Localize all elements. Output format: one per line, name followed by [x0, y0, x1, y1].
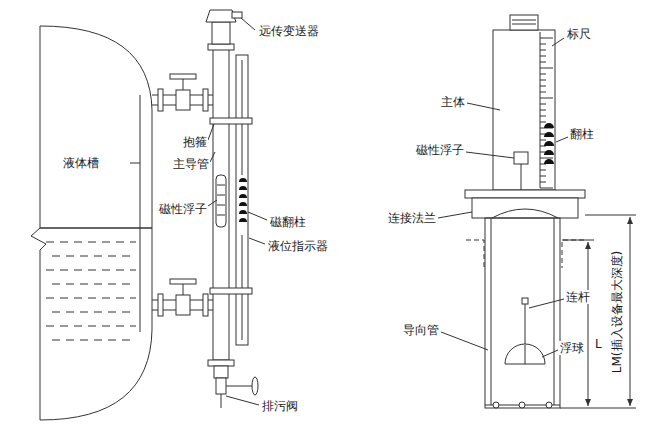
scale-tick — [540, 74, 546, 75]
scale-tick — [540, 182, 546, 183]
scale-tick — [540, 56, 546, 57]
scale-tick — [540, 38, 553, 39]
part-label: 液体槽 — [62, 156, 100, 170]
scale-tick — [540, 104, 546, 105]
scale-tick — [540, 158, 553, 159]
scale-tick — [540, 92, 546, 93]
scale-tick — [540, 170, 546, 171]
scale-tick — [540, 176, 546, 177]
scale-tick — [540, 122, 546, 123]
part-label: 液位指示器 — [267, 239, 329, 253]
part-label: 磁性浮子 — [158, 202, 208, 216]
scale-tick — [540, 116, 546, 117]
scale-tick — [540, 98, 553, 99]
part-label: 磁性浮子 — [415, 143, 465, 157]
scale-tick — [540, 44, 546, 45]
part-label: 抱箍 — [182, 135, 208, 149]
part-label: L — [594, 337, 603, 351]
scale-tick — [540, 50, 546, 51]
scale-tick — [540, 62, 546, 63]
part-label: 主导管 — [172, 157, 210, 171]
part-label: 主体 — [440, 95, 466, 109]
scale-tick — [540, 140, 546, 141]
part-label: 排污阀 — [261, 399, 299, 413]
part-label: 浮球 — [559, 341, 585, 355]
scale-tick — [540, 68, 553, 69]
part-label: 远传变送器 — [258, 24, 320, 38]
part-label: 磁翻柱 — [269, 215, 307, 229]
part-label: 标尺 — [566, 27, 592, 41]
scale-tick — [540, 86, 546, 87]
part-label: 连接法兰 — [387, 211, 437, 225]
scale-tick — [540, 188, 553, 189]
scale-tick — [540, 80, 546, 81]
part-label: 导向管 — [402, 323, 440, 337]
part-label: 连杆 — [565, 290, 591, 304]
part-label: 翻柱 — [569, 127, 595, 141]
part-label: LM(插入设备最大深度) — [610, 250, 624, 374]
scale-tick — [540, 110, 546, 111]
